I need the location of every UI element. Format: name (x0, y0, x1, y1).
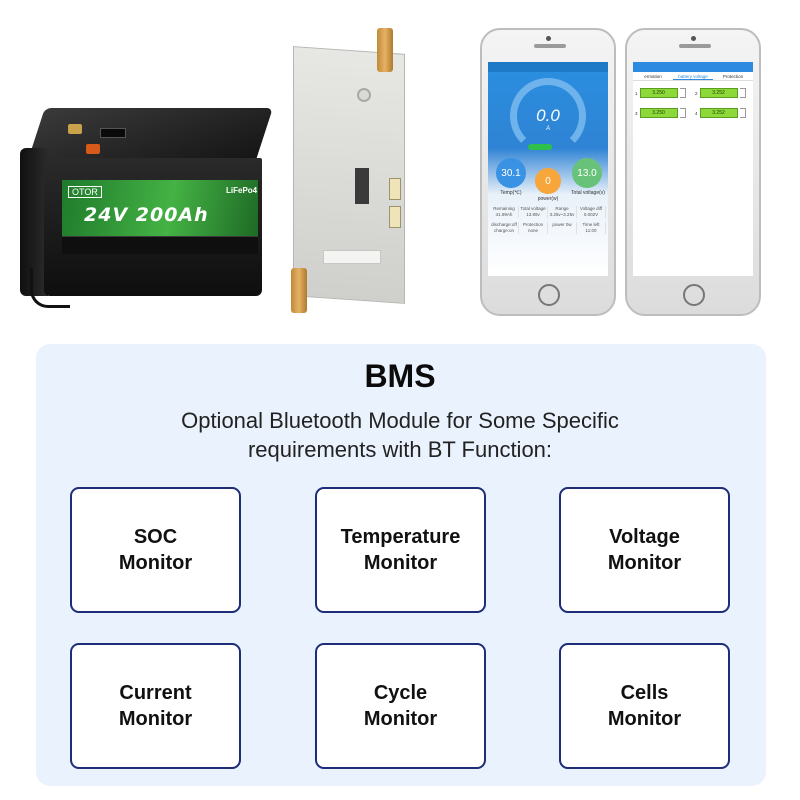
battery-brand-badge: OTOR (68, 186, 102, 198)
positive-terminal (68, 124, 82, 134)
stat-cell: Protection none (519, 222, 548, 234)
app-topbar (633, 62, 753, 72)
cell-cap (679, 108, 686, 118)
phone-speaker (679, 44, 711, 48)
battery-label-stripe (62, 236, 258, 254)
battery-chemistry-text: LiFePo4 (226, 186, 258, 195)
phone-camera (546, 36, 551, 41)
power-circle: 0 (535, 168, 561, 194)
stat-cell: discharge:off charge:on (490, 222, 519, 234)
feature-card-temperature: Temperature Monitor (315, 487, 486, 613)
cell-cap (739, 108, 746, 118)
card-line: Cycle (373, 682, 428, 704)
card-line: SOC (133, 526, 178, 548)
card-line: Monitor (118, 708, 193, 730)
battery-cable (30, 268, 70, 308)
temp-circle: 30.1 (496, 158, 526, 188)
card-line: Current (119, 682, 192, 704)
stat-cell: Voltage diff 0.002V (577, 206, 606, 218)
cell-index: 4 (695, 110, 698, 116)
cell-item: 3 3.250 (635, 108, 691, 118)
cell-item: 4 3.252 (695, 108, 751, 118)
card-line: Cells (620, 682, 669, 704)
card-line: Monitor (363, 552, 438, 574)
app-dashboard-screen: 0.0 A 30.1 0 13.0 Temp(℃) power(w) Total… (488, 62, 608, 276)
feature-card-cells: Cells Monitor (559, 643, 730, 769)
card-line: Temperature (340, 526, 461, 548)
tab-protection: Protection (722, 74, 744, 79)
cell-voltage-bar: 3.250 (639, 88, 678, 98)
stat-cell: Total voltage 13.89v (519, 206, 548, 218)
battery-label (62, 180, 258, 240)
bms-copper-tab-top (377, 28, 393, 72)
temp-label: Temp(℃) (500, 190, 522, 196)
cell-cap (739, 88, 746, 98)
feature-card-cycle: Cycle Monitor (315, 643, 486, 769)
home-button (683, 284, 705, 306)
stat-cell: power 0w (548, 222, 577, 234)
cell-index: 1 (635, 90, 638, 96)
bms-screw (357, 88, 371, 102)
stats-grid: Remaining 41.99Ah Total voltage 13.89v R… (490, 206, 606, 234)
bms-chip (355, 168, 369, 204)
panel-title: BMS (364, 358, 436, 394)
voltage-label: Total voltage(v) (571, 190, 605, 196)
card-line: Voltage (609, 526, 680, 548)
cell-item: 1 3.250 (635, 88, 691, 98)
subtitle-line: Optional Bluetooth Module for Some Speci… (181, 408, 619, 433)
app-topbar (488, 62, 608, 72)
cell-voltage-bar: 3.252 (699, 108, 738, 118)
card-line: Monitor (607, 708, 682, 730)
phone-app-overview: 0.0 A 30.1 0 13.0 Temp(℃) power(w) Total… (480, 28, 616, 316)
voltage-circle: 13.0 (572, 158, 602, 188)
battery-model-text: 24V 200Ah (84, 204, 209, 226)
phone-camera (691, 36, 696, 41)
card-line: Monitor (607, 552, 682, 574)
stat-cell: Time left 11:00 (577, 222, 606, 234)
gauge-indicator (528, 144, 552, 150)
feature-card-soc: SOC Monitor (70, 487, 241, 613)
panel-subtitle: Optional Bluetooth Module for Some Speci… (100, 406, 700, 464)
home-button (538, 284, 560, 306)
cell-cap (679, 88, 686, 98)
phone-speaker (534, 44, 566, 48)
current-unit: A (545, 126, 550, 132)
cell-voltage-list: 1 3.250 2 3.252 3 3.250 4 3.252 (635, 88, 751, 118)
app-cell-voltage-screen: ermation battery voltage Protection 1 3.… (633, 62, 753, 276)
lifepo4-battery-image: OTOR 24V 200Ah LiFePo4 (20, 108, 273, 308)
battery-display (100, 128, 126, 138)
stat-cell: Remaining 41.99Ah (490, 206, 519, 218)
bms-connector (389, 206, 401, 228)
tab-battery-voltage: battery voltage (673, 72, 713, 80)
cell-index: 3 (635, 110, 638, 116)
bms-sticker (323, 250, 381, 264)
bms-board-image (285, 28, 415, 313)
subtitle-line: requirements with BT Function: (247, 437, 553, 462)
cell-voltage-bar: 3.250 (639, 108, 678, 118)
cell-item: 2 3.252 (695, 88, 751, 98)
app-tabs: ermation battery voltage Protection (633, 72, 753, 81)
feature-card-voltage: Voltage Monitor (559, 487, 730, 613)
current-gauge (510, 78, 586, 154)
bms-connector (389, 178, 401, 200)
cell-index: 2 (695, 90, 698, 96)
bms-copper-tab-bottom (291, 268, 307, 313)
current-reading: 0.0 (536, 106, 560, 125)
power-label: power(w) (537, 196, 559, 202)
tab-information: ermation (644, 74, 662, 79)
card-line: Monitor (118, 552, 193, 574)
card-line: Monitor (363, 708, 438, 730)
cell-voltage-bar: 3.252 (699, 88, 738, 98)
feature-card-current: Current Monitor (70, 643, 241, 769)
product-photos: OTOR 24V 200Ah LiFePo4 0.0 A 30.1 0 13.0… (0, 0, 800, 330)
phone-app-cells: ermation battery voltage Protection 1 3.… (625, 28, 761, 316)
stat-cell: Range 3.25v~3.25v (548, 206, 577, 218)
negative-terminal (86, 144, 100, 154)
